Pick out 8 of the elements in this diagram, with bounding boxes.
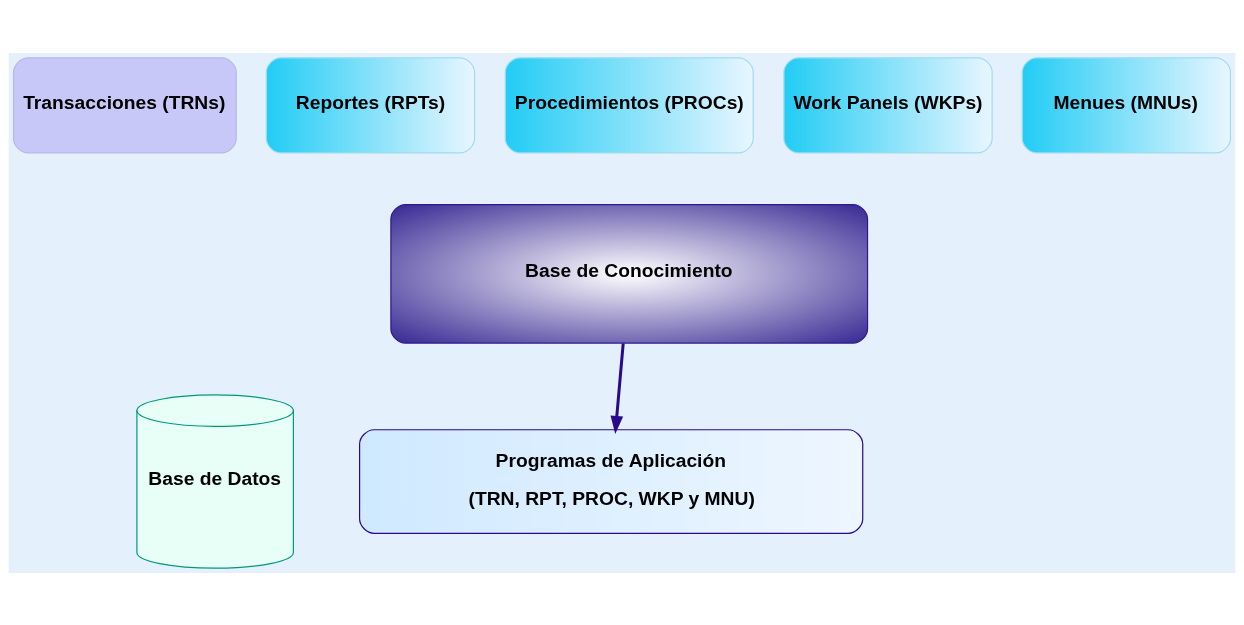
node-box: Menues (MNUs) (1021, 56, 1232, 153)
node-box: Procedimientos (PROCs) (504, 56, 754, 153)
node-box: Work Panels (WKPs) (783, 56, 993, 153)
node-box: Base de Conocimiento (390, 203, 869, 344)
arrow (610, 342, 625, 434)
node-box: Reportes (RPTs) (265, 56, 476, 153)
node-box: Transacciones (TRNs) (12, 56, 237, 153)
node-box: Programas de Aplicación (TRN, RPT, PROC, WKP y MNU) (359, 428, 864, 534)
